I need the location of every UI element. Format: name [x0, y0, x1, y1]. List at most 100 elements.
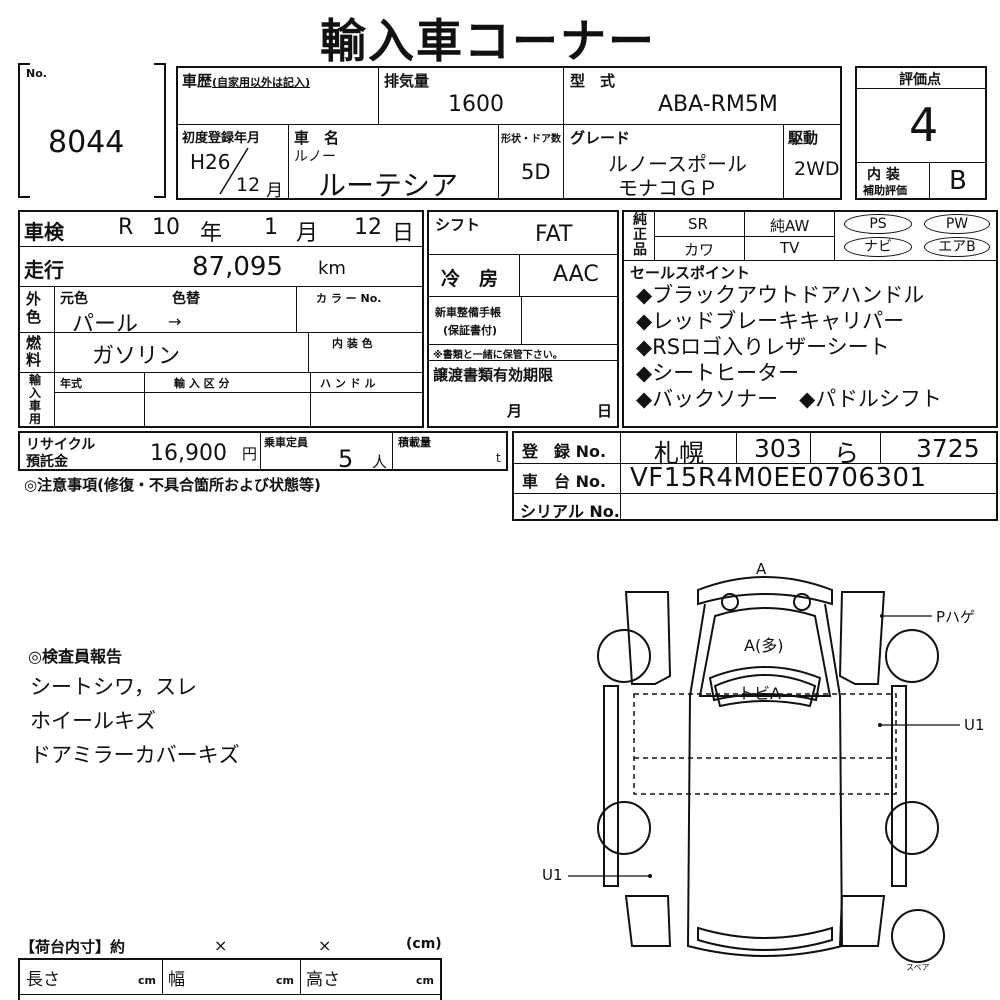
registration-class: 303 — [754, 434, 802, 463]
diagram-top-mark: A — [756, 560, 767, 578]
page-title: 輸入車コーナー — [320, 14, 656, 68]
diagram-window-mark: トビA — [738, 684, 781, 703]
model-code-value: ABA-RM5M — [658, 92, 778, 117]
equipment-block: 純正品 SR 純AW カワ TV PS PW ナビ エアB セールスポイント ◆… — [622, 210, 998, 428]
left-mirror — [721, 593, 739, 611]
lot-box: No. 8044 — [18, 63, 166, 198]
recycle-value: 16,900 — [150, 441, 227, 466]
inspection-day-unit: 日 — [392, 221, 415, 246]
import-category-label: 輸 入 区 分 — [174, 377, 230, 390]
lot-number: 8044 — [48, 125, 125, 160]
registration-label: 登 録 No. — [522, 442, 607, 461]
score-value: 4 — [909, 98, 939, 152]
car-damage-diagram — [568, 576, 960, 963]
mileage-unit: km — [318, 258, 346, 279]
color-arrow: → — [168, 312, 182, 331]
car-name-label: 車 名 — [294, 129, 340, 147]
chassis-label: 車 台 No. — [522, 472, 607, 491]
sales-points-list: ◆ブラックアウトドアハンドル ◆レッドブレーキキャリパー ◆RSロゴ入りレザーシ… — [636, 282, 942, 412]
capacity-label: 乗車定員 — [264, 436, 308, 449]
rear-window — [708, 666, 822, 702]
grade-label: グレード — [570, 129, 631, 147]
registration-block: 登 録 No. 札幌 303 ら 3725 車 台 No. VF15R4M0EE… — [512, 431, 998, 521]
score-label: 評価点 — [899, 72, 941, 88]
sales-point-item: ◆RSロゴ入りレザーシート — [636, 335, 890, 359]
import-side-label: 輸入車用 — [29, 373, 42, 426]
interior-color-label: 内 装 色 — [332, 337, 373, 350]
drive-value: 2WD — [794, 158, 840, 180]
cargo-width-label: 幅 — [168, 970, 185, 990]
color-code-label: カ ラ ー No. — [316, 292, 382, 305]
equip-airbag-oval: エアB — [924, 237, 990, 257]
front-right-wheel — [885, 629, 939, 683]
cargo-length-unit: cm — [138, 974, 156, 987]
equip-navi-oval: ナビ — [844, 237, 912, 257]
inspector-label: ◎検査員報告 — [28, 647, 122, 666]
rear-left-wheel — [597, 801, 651, 855]
inspector-item: ホイールキズ — [30, 709, 156, 733]
caution-label: ◎注意事項(修復・不具合箇所および状態等) — [24, 476, 321, 494]
color-orig-label: 元色 — [60, 291, 88, 307]
serial-label: シリアル No. — [520, 502, 620, 521]
inspection-era: R — [118, 215, 134, 240]
inspection-label: 車検 — [24, 220, 64, 244]
car-maker: ルノー — [294, 149, 336, 165]
cargo-width-unit: cm — [276, 974, 294, 987]
chassis-value: VF15R4M0EE0706301 — [630, 463, 927, 493]
equip-alloy-wheel: 純AW — [770, 217, 810, 235]
left-rear-fender — [624, 895, 672, 947]
recycle-label2: 預託金 — [26, 454, 68, 470]
first-reg-label: 初度登録年月 — [182, 131, 261, 146]
registration-number: 3725 — [916, 434, 980, 463]
import-handle-label: ハ ン ド ル — [320, 377, 376, 390]
recycle-label1: リサイクル — [26, 437, 96, 453]
left-front-fender — [624, 591, 672, 685]
equipment-side-label: 純正品 — [633, 212, 647, 258]
maintenance-line2: (保証書付) — [443, 324, 498, 337]
ac-value: AAC — [553, 262, 599, 287]
inspection-block: 車検 R 10 年 1 月 12 日 走行 87,095 km 外色 元色 色替… — [18, 210, 424, 428]
inspection-year: 10 — [152, 215, 180, 240]
shape-label: 形状・ドア数 — [501, 134, 561, 145]
equip-leather: カワ — [684, 241, 715, 259]
vehicle-info-top: 車歴(自家用以外は記入) 排気量 1600 型 式 ABA-RM5M 初度登録年… — [176, 66, 842, 202]
car-body-outline — [686, 603, 844, 957]
shift-label: シフト — [435, 216, 481, 234]
color-side-label: 外色 — [26, 290, 42, 326]
sales-points-label: セールスポイント — [630, 264, 751, 282]
drive-label: 駆動 — [788, 129, 819, 147]
mileage-label: 走行 — [24, 258, 64, 282]
rear-right-wheel — [885, 801, 939, 855]
transfer-month-unit: 月 — [507, 402, 523, 420]
right-front-fender — [838, 591, 886, 685]
capacity-value: 5 — [338, 445, 354, 473]
cabin-dashed-outline — [633, 693, 897, 795]
mileage-value: 87,095 — [192, 252, 283, 282]
inspection-day: 12 — [354, 215, 382, 240]
interior-score-value: B — [949, 166, 967, 196]
equip-sr: SR — [688, 215, 708, 233]
maintenance-note: ※書類と一緒に保管下さい。 — [433, 350, 563, 361]
model-code-label: 型 式 — [570, 72, 616, 90]
inspector-item: シートシワ，スレ — [30, 675, 197, 699]
first-reg-month: 12 — [236, 174, 261, 196]
front-left-wheel — [597, 629, 651, 683]
first-reg-era: H26 — [190, 150, 231, 174]
first-reg-month-unit: 月 — [266, 181, 283, 201]
cargo-times-2: × — [318, 936, 332, 955]
shift-block: シフト FAT 冷 房 AAC 新車整備手帳 (保証書付) ※書類と一緒に保管下… — [427, 210, 619, 428]
rear-bumper — [697, 926, 833, 951]
color-change-label: 色替 — [172, 291, 200, 307]
fuel-side-label: 燃料 — [26, 334, 42, 369]
displacement-value: 1600 — [448, 92, 504, 117]
equip-ps-oval: PS — [844, 214, 912, 234]
cargo-height-label: 高さ — [306, 970, 340, 990]
grade-line2: モナコＧＰ — [618, 176, 718, 200]
slash-mark — [219, 147, 249, 195]
score-box: 評価点 4 内 装 補助評価 B — [855, 66, 987, 200]
cargo-unit: (cm) — [406, 936, 442, 952]
shape-value: 5D — [521, 160, 551, 184]
right-rear-fender — [838, 895, 886, 947]
recycle-block: リサイクル 預託金 16,900 円 乗車定員 5 人 積載量 t — [18, 431, 508, 473]
interior-score-label2: 補助評価 — [863, 184, 907, 197]
